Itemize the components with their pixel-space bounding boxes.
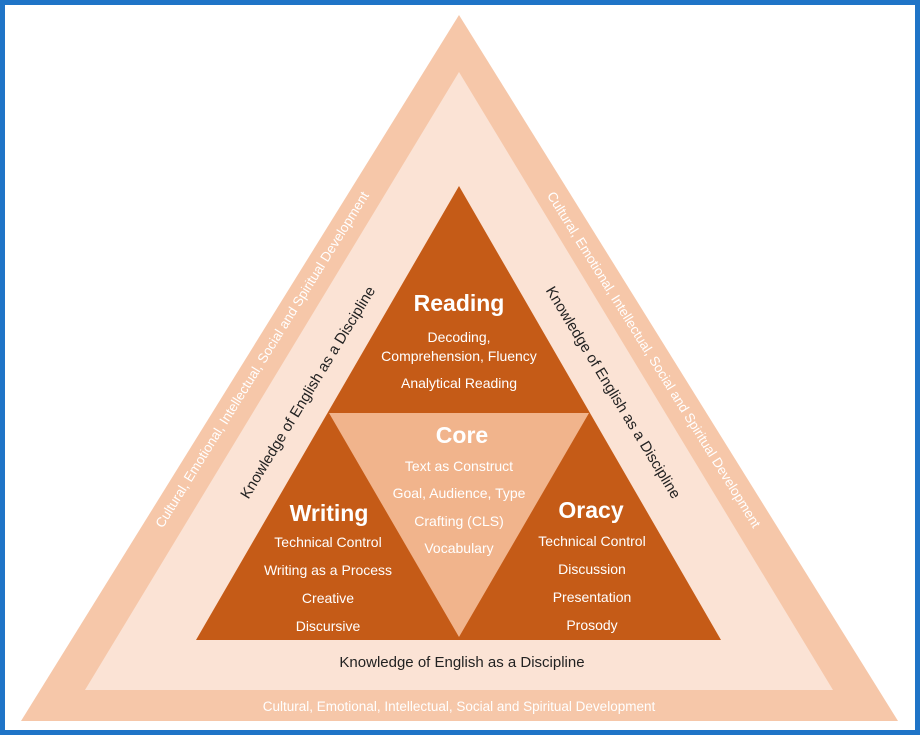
core-item: Text as Construct (405, 458, 513, 474)
outer-label-bottom: Cultural, Emotional, Intellectual, Socia… (263, 699, 656, 714)
reading-item: Comprehension, Fluency (381, 348, 537, 364)
core-triangle (329, 413, 589, 637)
reading-item: Decoding, (427, 329, 490, 345)
reading-item: Analytical Reading (401, 375, 517, 391)
core-item: Vocabulary (424, 540, 493, 556)
core-title: Core (436, 422, 488, 448)
writing-item: Writing as a Process (264, 562, 392, 578)
reading-title: Reading (414, 290, 505, 316)
oracy-item: Prosody (566, 617, 617, 633)
oracy-item: Technical Control (538, 533, 645, 549)
writing-item: Technical Control (274, 534, 381, 550)
writing-item: Discursive (296, 618, 361, 634)
core-item: Crafting (CLS) (414, 513, 503, 529)
core-item: Goal, Audience, Type (393, 485, 526, 501)
writing-title: Writing (290, 500, 369, 526)
oracy-item: Discussion (558, 561, 626, 577)
oracy-item: Presentation (553, 589, 632, 605)
writing-item: Creative (302, 590, 354, 606)
inner-label-bottom: Knowledge of English as a Discipline (339, 654, 584, 671)
oracy-title: Oracy (558, 497, 623, 523)
